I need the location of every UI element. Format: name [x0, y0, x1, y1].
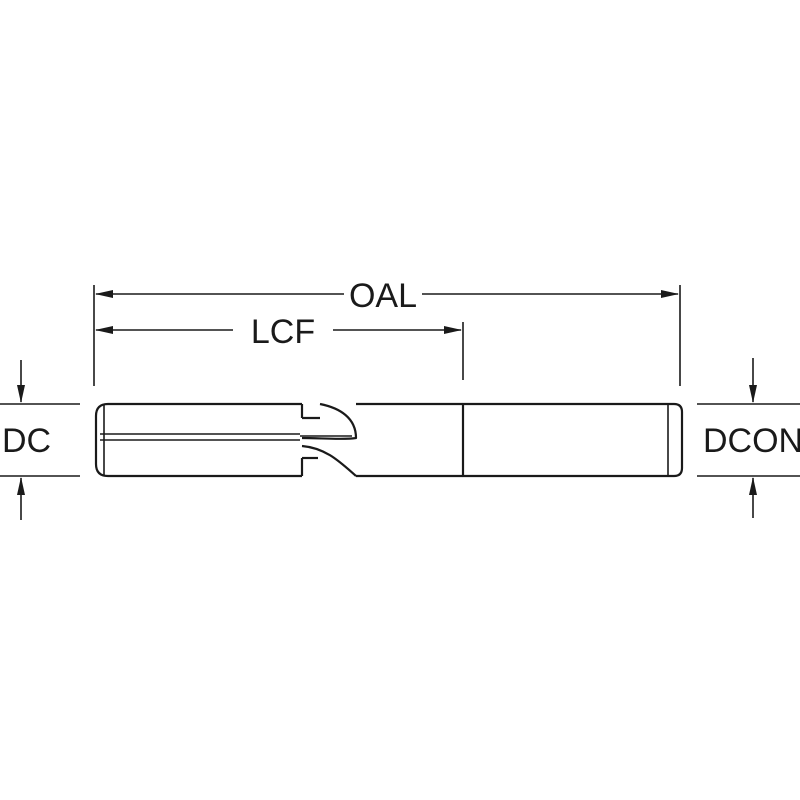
oal-label: OAL	[349, 277, 417, 315]
flute-curve-lower	[301, 444, 357, 477]
flute-curve-upper	[301, 402, 358, 440]
dc-label: DC	[2, 422, 51, 460]
lcf-label: LCF	[251, 313, 315, 351]
cutting-end-outline	[94, 402, 302, 478]
end-mill-body	[94, 402, 684, 478]
dcon-label: DCON	[703, 422, 800, 460]
shank-outline	[461, 402, 684, 478]
